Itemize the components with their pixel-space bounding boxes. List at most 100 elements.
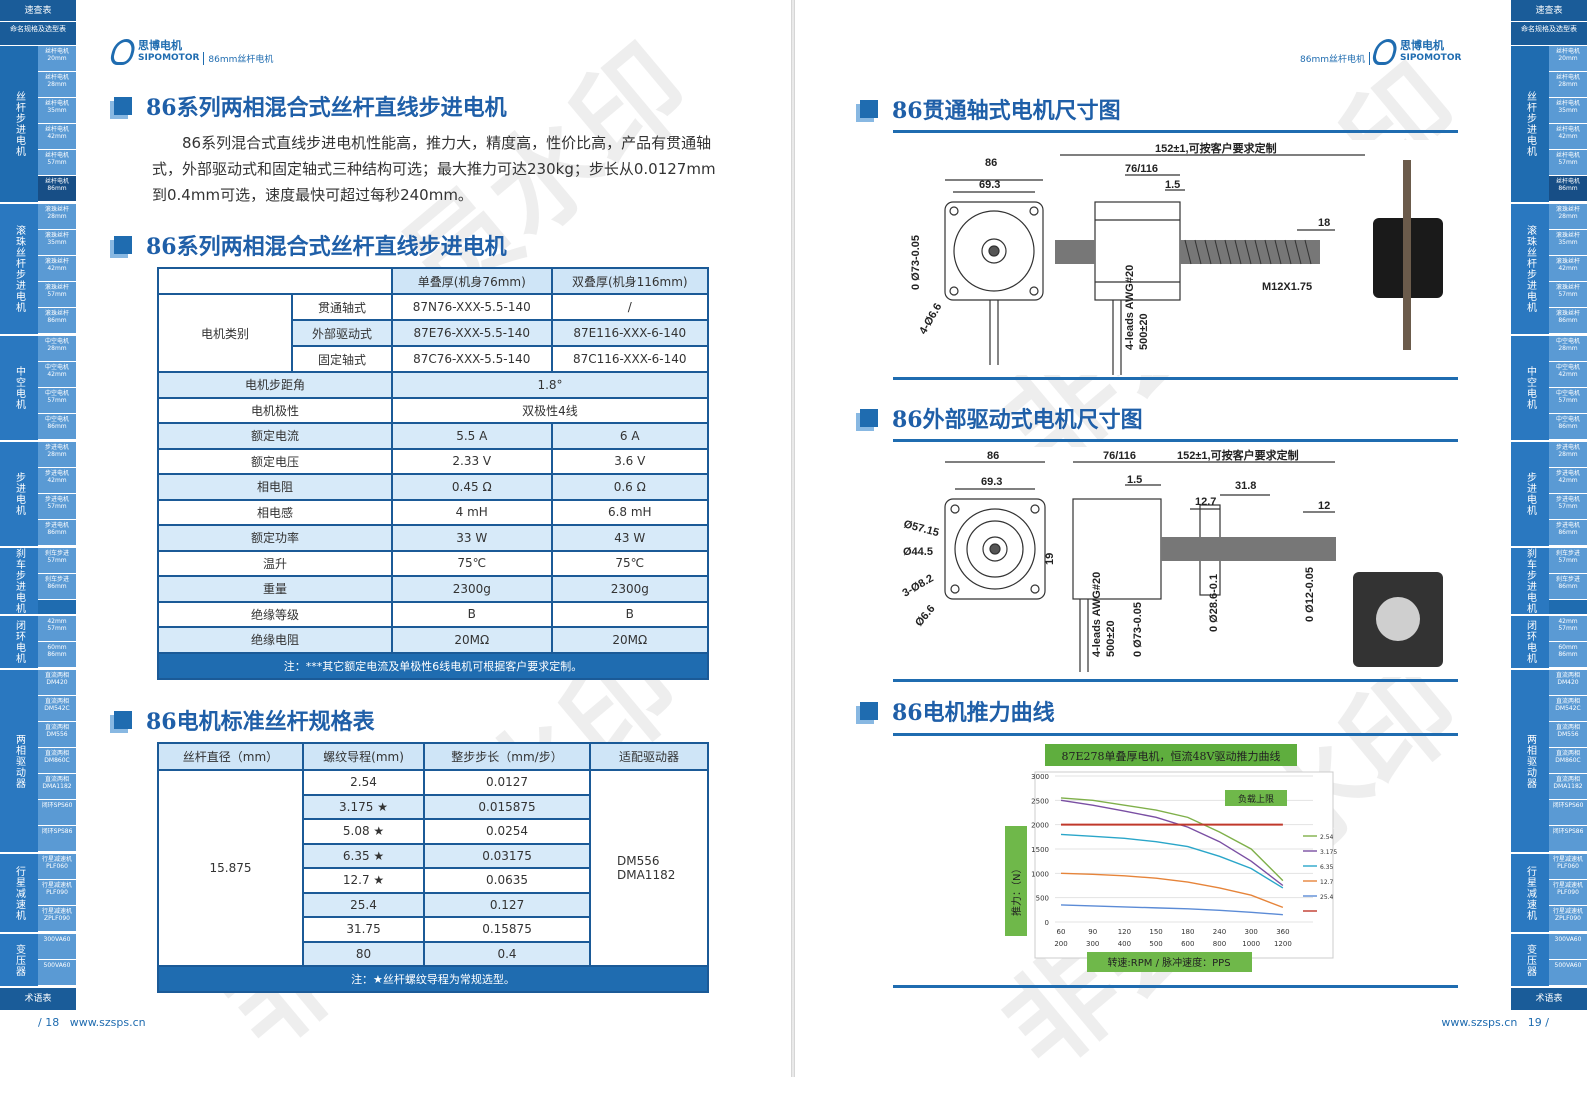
- nav-item[interactable]: 滚珠丝杆86mm: [1549, 308, 1587, 334]
- nav-item[interactable]: 行星减速机PLF090: [1549, 880, 1587, 906]
- nav-item[interactable]: 闭环SPS86: [38, 826, 76, 852]
- nav-item[interactable]: 闭环SPS60: [1549, 800, 1587, 826]
- nav-item[interactable]: 刹车步进57mm: [38, 548, 76, 574]
- nav-item[interactable]: 步进电机86mm: [38, 520, 76, 546]
- x-tick-pps: 200: [1054, 940, 1067, 948]
- nav-item[interactable]: 丝杆电机35mm: [1549, 98, 1587, 124]
- nav-item[interactable]: 丝杆电机42mm: [1549, 124, 1587, 150]
- nav-item[interactable]: 中空电机42mm: [1549, 362, 1587, 388]
- nav-item[interactable]: 42mm 57mm: [38, 616, 76, 642]
- nav-group-label[interactable]: 闭环电机: [0, 616, 38, 668]
- nav-item[interactable]: 中空电机86mm: [38, 414, 76, 440]
- nav-group-label[interactable]: 丝杆步进电机: [0, 46, 38, 202]
- nav-item[interactable]: 中空电机28mm: [1549, 336, 1587, 362]
- nav-item[interactable]: 中空电机57mm: [38, 388, 76, 414]
- nav-group-label[interactable]: 刹车步进电机: [0, 548, 38, 614]
- nav-group-label[interactable]: 丝杆步进电机: [1511, 46, 1549, 202]
- nav-item[interactable]: 中空电机57mm: [1549, 388, 1587, 414]
- nav-naming-spec[interactable]: 命名规格及选型表: [0, 22, 76, 46]
- website-link[interactable]: www.szsps.cn: [1441, 1016, 1518, 1029]
- nav-group-label[interactable]: 滚珠丝杆步进电机: [1511, 204, 1549, 334]
- nav-item[interactable]: 滚珠丝杆57mm: [1549, 282, 1587, 308]
- nav-group-label[interactable]: 行星减速机: [1511, 854, 1549, 932]
- website-link[interactable]: www.szsps.cn: [69, 1016, 146, 1029]
- nav-item[interactable]: 300VA60: [38, 934, 76, 960]
- nav-item[interactable]: 中空电机86mm: [1549, 414, 1587, 440]
- nav-quick-ref[interactable]: 速查表: [1511, 0, 1587, 22]
- nav-item[interactable]: 刹车步进86mm: [38, 574, 76, 600]
- nav-item[interactable]: 直流两相DM556: [1549, 722, 1587, 748]
- nav-item[interactable]: 直流两相DM556: [38, 722, 76, 748]
- nav-item[interactable]: 行星减速机PLF090: [38, 880, 76, 906]
- nav-item[interactable]: 丝杆电机35mm: [38, 98, 76, 124]
- nav-item[interactable]: 滚珠丝杆28mm: [1549, 204, 1587, 230]
- legend-label: 25.4: [1320, 894, 1334, 901]
- nav-group-label[interactable]: 中空电机: [0, 336, 38, 440]
- nav-item[interactable]: 60mm 86mm: [1549, 642, 1587, 668]
- nav-item[interactable]: 300VA60: [1549, 934, 1587, 960]
- nav-item[interactable]: 步进电机42mm: [1549, 468, 1587, 494]
- nav-item[interactable]: 步进电机42mm: [38, 468, 76, 494]
- nav-item[interactable]: 行星减速机ZPLF090: [38, 906, 76, 932]
- nav-item[interactable]: 刹车步进86mm: [1549, 574, 1587, 600]
- nav-group-label[interactable]: 行星减速机: [0, 854, 38, 932]
- cell: 5.5 A: [391, 422, 553, 450]
- nav-group-label[interactable]: 变压器: [1511, 934, 1549, 986]
- nav-item[interactable]: 60mm 86mm: [38, 642, 76, 668]
- nav-item[interactable]: 丝杆电机20mm: [38, 46, 76, 72]
- nav-item[interactable]: 中空电机28mm: [38, 336, 76, 362]
- nav-group-label[interactable]: 步进电机: [1511, 442, 1549, 546]
- nav-item[interactable]: 闭环SPS60: [38, 800, 76, 826]
- nav-item[interactable]: 行星减速机PLF060: [38, 854, 76, 880]
- nav-group-label[interactable]: 滚珠丝杆步进电机: [0, 204, 38, 334]
- nav-item[interactable]: 步进电机57mm: [38, 494, 76, 520]
- nav-group-label[interactable]: 闭环电机: [1511, 616, 1549, 668]
- nav-item[interactable]: 步进电机57mm: [1549, 494, 1587, 520]
- nav-group-label[interactable]: 变压器: [0, 934, 38, 986]
- nav-group-label[interactable]: 刹车步进电机: [1511, 548, 1549, 614]
- nav-item[interactable]: 丝杆电机57mm: [38, 150, 76, 176]
- nav-item[interactable]: 直流两相DM542C: [38, 696, 76, 722]
- nav-naming-spec[interactable]: 命名规格及选型表: [1511, 22, 1587, 46]
- nav-item[interactable]: 500VA60: [38, 960, 76, 986]
- nav-item[interactable]: 丝杆电机28mm: [38, 72, 76, 98]
- nav-item[interactable]: 滚珠丝杆86mm: [38, 308, 76, 334]
- nav-group-label[interactable]: 两相驱动器: [1511, 670, 1549, 852]
- nav-item[interactable]: 直流两相DM860C: [38, 748, 76, 774]
- nav-item[interactable]: 刹车步进57mm: [1549, 548, 1587, 574]
- nav-quick-ref[interactable]: 速查表: [0, 0, 76, 22]
- nav-item[interactable]: 行星减速机PLF060: [1549, 854, 1587, 880]
- nav-group-label[interactable]: 中空电机: [1511, 336, 1549, 440]
- nav-item[interactable]: 丝杆电机86mm: [1549, 176, 1587, 202]
- nav-item[interactable]: 直流两相DM542C: [1549, 696, 1587, 722]
- nav-item[interactable]: 丝杆电机42mm: [38, 124, 76, 150]
- nav-item[interactable]: 直流两相DM420: [1549, 670, 1587, 696]
- nav-item[interactable]: 滚珠丝杆42mm: [38, 256, 76, 282]
- nav-item[interactable]: 直流两相DM420: [38, 670, 76, 696]
- nav-glossary[interactable]: 术语表: [0, 988, 76, 1010]
- nav-item[interactable]: 直流两相DMA1182: [1549, 774, 1587, 800]
- nav-item[interactable]: 滚珠丝杆35mm: [1549, 230, 1587, 256]
- nav-glossary[interactable]: 术语表: [1511, 988, 1587, 1010]
- nav-item[interactable]: 步进电机86mm: [1549, 520, 1587, 546]
- nav-item[interactable]: 步进电机28mm: [1549, 442, 1587, 468]
- nav-item[interactable]: 滚珠丝杆57mm: [38, 282, 76, 308]
- nav-item[interactable]: 滚珠丝杆28mm: [38, 204, 76, 230]
- nav-item[interactable]: 中空电机42mm: [38, 362, 76, 388]
- nav-item[interactable]: 500VA60: [1549, 960, 1587, 986]
- nav-item[interactable]: 丝杆电机57mm: [1549, 150, 1587, 176]
- nav-item[interactable]: 丝杆电机20mm: [1549, 46, 1587, 72]
- nav-item[interactable]: 行星减速机ZPLF090: [1549, 906, 1587, 932]
- nav-item[interactable]: 42mm 57mm: [1549, 616, 1587, 642]
- nav-item[interactable]: 滚珠丝杆35mm: [38, 230, 76, 256]
- nav-item[interactable]: 直流两相DM860C: [1549, 748, 1587, 774]
- nav-item[interactable]: 滚珠丝杆42mm: [1549, 256, 1587, 282]
- nav-item[interactable]: 丝杆电机86mm: [38, 176, 76, 202]
- nav-item[interactable]: 步进电机28mm: [38, 442, 76, 468]
- nav-item[interactable]: 闭环SPS86: [1549, 826, 1587, 852]
- nav-group-label[interactable]: 两相驱动器: [0, 670, 38, 852]
- nav-item[interactable]: 丝杆电机28mm: [1549, 72, 1587, 98]
- nav-item[interactable]: 直流两相DMA1182: [38, 774, 76, 800]
- nav-group-label[interactable]: 步进电机: [0, 442, 38, 546]
